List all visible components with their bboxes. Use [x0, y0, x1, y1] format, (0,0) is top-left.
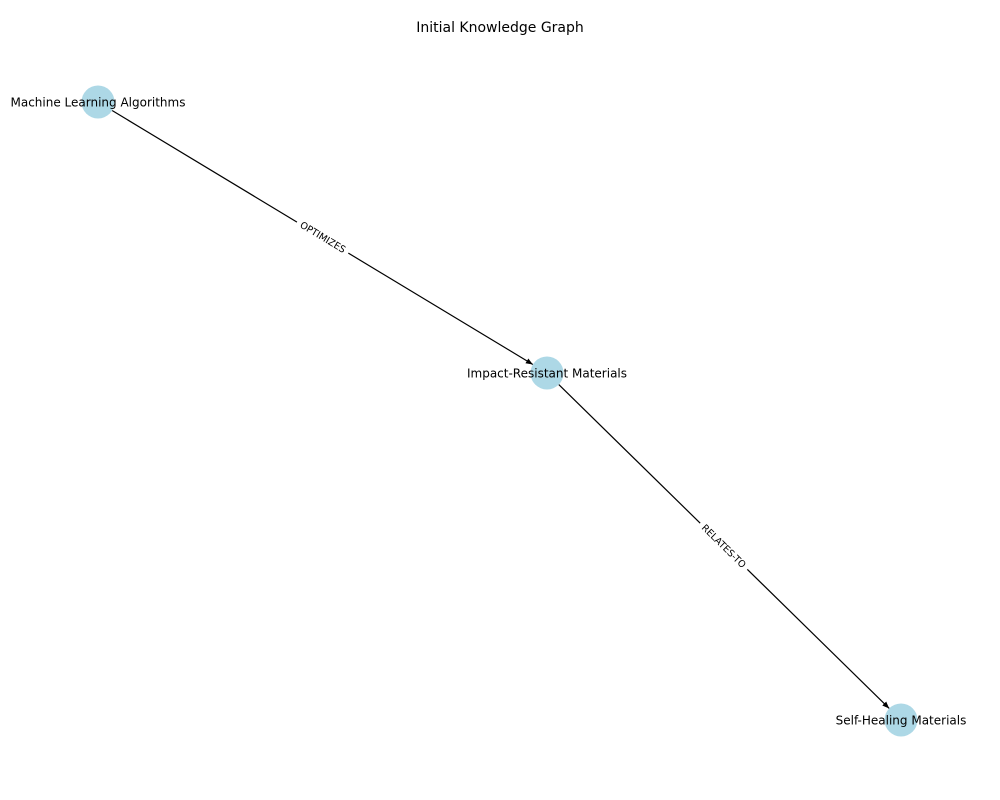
node-label: Impact-Resistant Materials [467, 367, 627, 381]
node-circle[interactable] [884, 703, 918, 737]
node-label: Self-Healing Materials [836, 714, 967, 728]
graph-title: Initial Knowledge Graph [416, 20, 584, 36]
edge-label-bg [695, 517, 753, 575]
edge-label-bg [293, 215, 353, 259]
edge-relates-to: RELATES-TO [558, 384, 890, 709]
node-label: Machine Learning Algorithms [11, 96, 186, 110]
edge-optimizes: OPTIMIZES [111, 110, 534, 365]
node-impact-resistant-materials[interactable]: Impact-Resistant Materials [467, 356, 627, 390]
edge-label-relates-to: RELATES-TO [699, 523, 748, 571]
node-self-healing-materials[interactable]: Self-Healing Materials [836, 703, 967, 737]
edge-label-optimizes: OPTIMIZES [298, 220, 348, 256]
node-circle[interactable] [81, 85, 115, 119]
node-machine-learning-algorithms[interactable]: Machine Learning Algorithms [11, 85, 186, 119]
node-circle[interactable] [530, 356, 564, 390]
